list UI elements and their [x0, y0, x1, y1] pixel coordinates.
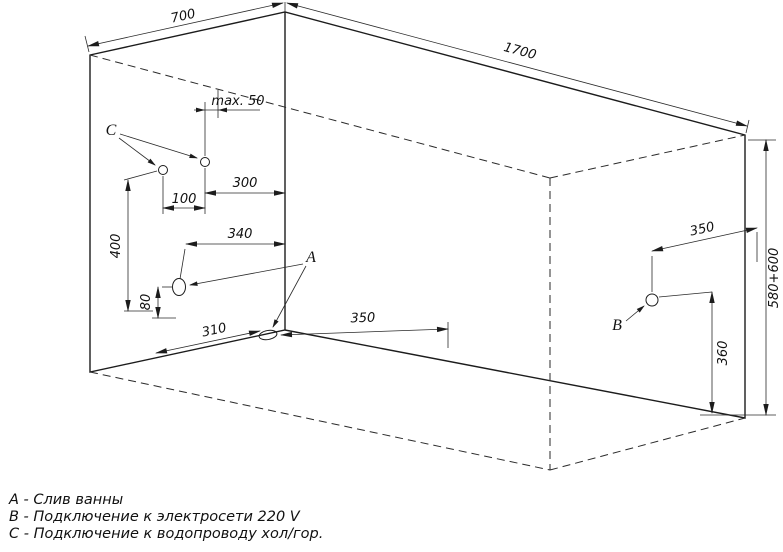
leader-a-1 [272, 265, 307, 328]
dim-pipe-spacing: 100 [162, 168, 206, 214]
dim-pipe-height-value: 400 [109, 234, 124, 259]
dim-drain-bottom-length-value: 350 [350, 311, 375, 327]
water-connection-icon [200, 157, 210, 167]
dim-drain-to-front-edge: 340 [179, 227, 286, 280]
dim-outlet-floor-height-value: 360 [716, 341, 731, 366]
dim-pipe-rim-offset-value: max. 50 [211, 94, 264, 109]
water-connections: C [106, 122, 210, 175]
dim-drain-side-height: 80 [139, 286, 176, 319]
dim-drain-to-front-edge-value: 340 [228, 227, 253, 242]
dim-drain-side-height-value: 80 [139, 294, 154, 311]
power-outlet-icon [645, 293, 659, 307]
dim-outlet-to-right-edge: 350 [651, 220, 758, 292]
drain-bottom: A [189, 249, 316, 341]
bathtub-hidden-edges [89, 54, 746, 471]
label-b: B [612, 317, 622, 334]
legend: A - Слив ванны B - Подключение к электро… [9, 492, 323, 543]
bathtub-outline [89, 2, 746, 419]
legend-item-water: C - Подключение к водопроводу хол/гор. [9, 526, 324, 542]
water-connection-icon [158, 165, 168, 175]
dim-drain-bottom-width-value: 310 [201, 321, 228, 341]
leader-c-2 [119, 133, 198, 159]
dim-top-width-value: 700 [170, 7, 197, 27]
dim-top-length: 1700 [286, 2, 750, 134]
dim-pipe-spacing-value: 100 [172, 192, 197, 207]
dim-pipe-to-front-edge-value: 300 [233, 176, 258, 191]
dim-drain-bottom-width: 310 [155, 321, 261, 354]
drain-side-icon [172, 278, 186, 296]
dim-right-height-value: 580+600 [767, 248, 782, 309]
legend-item-power: B - Подключение к электросети 220 V [9, 509, 300, 525]
dim-top-width: 700 [84, 2, 284, 53]
dim-right-height: 580+600 [700, 139, 782, 416]
dim-outlet-to-right-edge-value: 350 [689, 220, 716, 240]
leader-b [625, 305, 645, 322]
dim-drain-bottom-length: 350 [280, 311, 449, 348]
label-c: C [106, 122, 117, 139]
power-outlet: B [612, 293, 659, 334]
label-a: A [305, 249, 316, 266]
legend-item-drain: A - Слив ванны [9, 492, 124, 508]
leader-a-2 [189, 263, 304, 286]
leader-c-1 [118, 137, 156, 166]
dim-pipe-to-front-edge: 300 [204, 176, 286, 196]
dim-pipe-height: 400 [109, 170, 158, 312]
dim-top-length-value: 1700 [502, 40, 538, 63]
dim-outlet-floor-height: 360 [658, 291, 731, 414]
dim-pipe-rim-offset: max. 50 [194, 90, 265, 156]
